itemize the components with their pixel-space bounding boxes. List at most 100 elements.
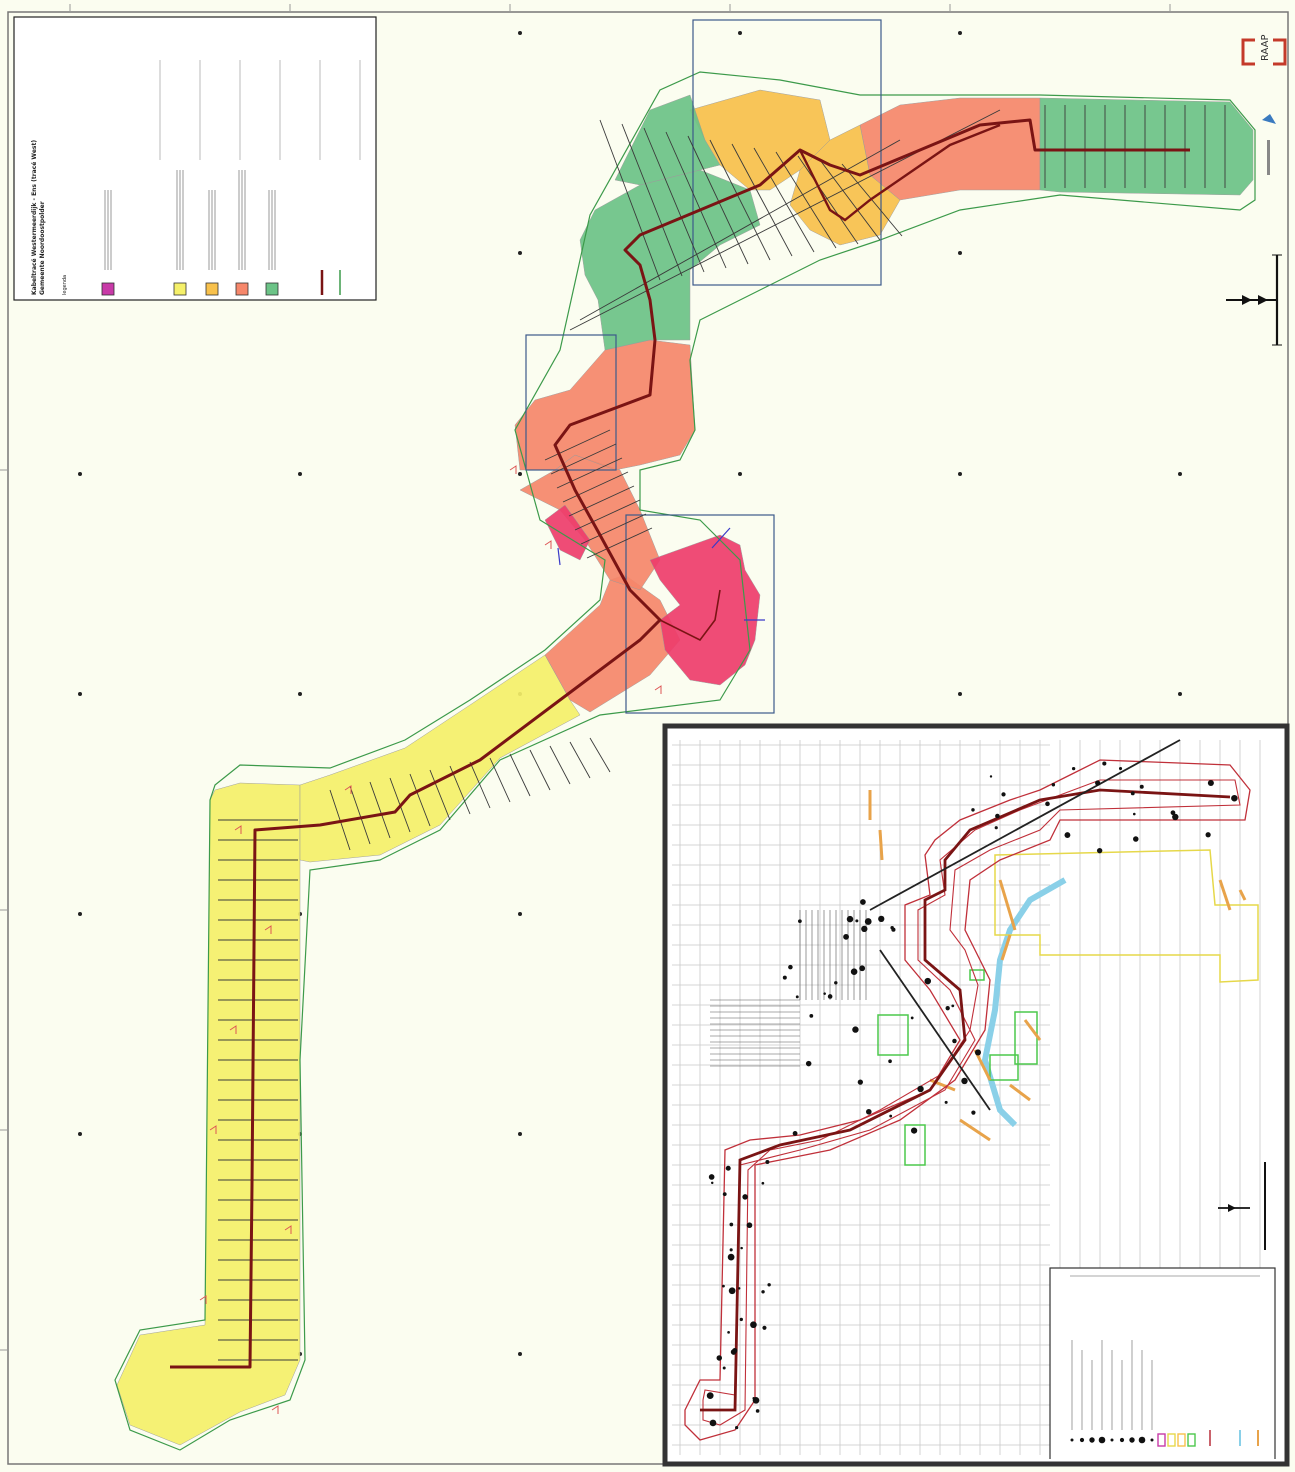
find-point (750, 1321, 757, 1329)
inset-corridor-inner (702, 779, 1241, 1426)
find-point (889, 1114, 893, 1118)
red-marker (234, 825, 242, 834)
inset-legend-swatch (1177, 1433, 1186, 1447)
find-point (1095, 780, 1101, 786)
inset-legend-symbol (1138, 1436, 1146, 1444)
find-point (1096, 847, 1103, 854)
parcel-line (549, 745, 571, 785)
zone-pink-block (649, 534, 761, 686)
parcel-line (529, 749, 551, 791)
find-point (1139, 784, 1144, 789)
find-point (1001, 792, 1006, 797)
find-point (994, 826, 998, 830)
zone-yellow-mid (299, 654, 581, 863)
inset-yellow-area (994, 849, 1259, 983)
orange-patch (1218, 879, 1232, 911)
inset-main-road-2 (879, 949, 991, 1111)
inset-legend-symbol (1089, 1437, 1095, 1443)
inset-legend-swatch (1187, 1433, 1196, 1447)
find-point (738, 1287, 741, 1290)
find-point (823, 992, 826, 995)
parcel-line (643, 127, 705, 273)
parcel-line (574, 499, 641, 531)
legend-swatch (173, 282, 187, 296)
inset-cable-route (700, 788, 1231, 1412)
parcel-line (753, 147, 815, 253)
parcel-line (469, 761, 491, 809)
parcel-line (775, 151, 837, 249)
find-point (834, 981, 838, 985)
red-marker (284, 1225, 292, 1234)
orange-patch (959, 1118, 991, 1142)
find-point (850, 968, 858, 975)
find-point (1102, 761, 1107, 766)
find-point (945, 1006, 950, 1011)
orange-patch (878, 829, 884, 861)
find-point (1207, 779, 1214, 787)
find-point (739, 1317, 743, 1322)
find-point (843, 933, 849, 940)
find-point (1170, 810, 1176, 816)
find-point (761, 1290, 765, 1294)
find-point (752, 1397, 755, 1400)
find-point (924, 977, 932, 985)
parcel-line (586, 527, 653, 559)
inset-urban-area (710, 910, 867, 1067)
find-point (855, 919, 859, 923)
parcel-line (329, 789, 351, 851)
inset-legend-swatch (1157, 1433, 1166, 1447)
find-point (952, 1038, 957, 1044)
blue-markers (557, 527, 765, 621)
parcel-lines (218, 105, 1226, 1361)
red-marker (271, 1405, 279, 1414)
find-point (861, 925, 868, 933)
find-point (864, 918, 872, 925)
find-point (735, 1425, 739, 1430)
orange-patch (998, 879, 1017, 931)
find-point (827, 994, 833, 999)
find-point (961, 1077, 968, 1085)
legend-swatch (101, 282, 115, 296)
parcel-line (731, 143, 793, 257)
zone-orange-east (789, 124, 901, 246)
find-point (891, 927, 896, 932)
cable-route-alt (798, 123, 1001, 222)
find-point (1130, 791, 1135, 796)
inset-legend-symbol (1110, 1438, 1114, 1442)
red-marker (264, 925, 272, 934)
find-point (782, 975, 787, 980)
find-point (846, 915, 854, 923)
find-point (725, 1165, 731, 1171)
find-point (798, 919, 802, 924)
find-point (706, 1392, 714, 1400)
find-point (728, 1287, 736, 1295)
cable-route (170, 118, 1190, 1369)
red-markers (199, 465, 662, 1414)
inset-green-areas (877, 969, 1038, 1166)
parcel-line (568, 485, 635, 517)
red-marker (509, 465, 517, 474)
inset-legend-symbol (1079, 1437, 1085, 1443)
zone-green-east (1039, 97, 1254, 196)
parcel-line (621, 123, 683, 277)
find-point (765, 1159, 770, 1164)
find-point (729, 1222, 734, 1227)
parcel-line (556, 457, 623, 489)
find-point (974, 1049, 982, 1056)
parcel-line (569, 741, 591, 779)
inset-find-points (706, 761, 1238, 1430)
legend-heading: legenda (62, 275, 68, 295)
parcel-line (580, 513, 647, 545)
red-marker (344, 785, 352, 794)
find-point (951, 1004, 955, 1008)
find-point (722, 1192, 727, 1197)
find-point (852, 1026, 859, 1033)
find-point (761, 1181, 765, 1185)
find-point (792, 1131, 798, 1136)
find-point (708, 1174, 715, 1180)
find-point (910, 1127, 918, 1134)
find-point (795, 995, 799, 999)
orange-patch (1000, 934, 1012, 961)
find-point (944, 1100, 948, 1104)
find-point (716, 1355, 723, 1361)
